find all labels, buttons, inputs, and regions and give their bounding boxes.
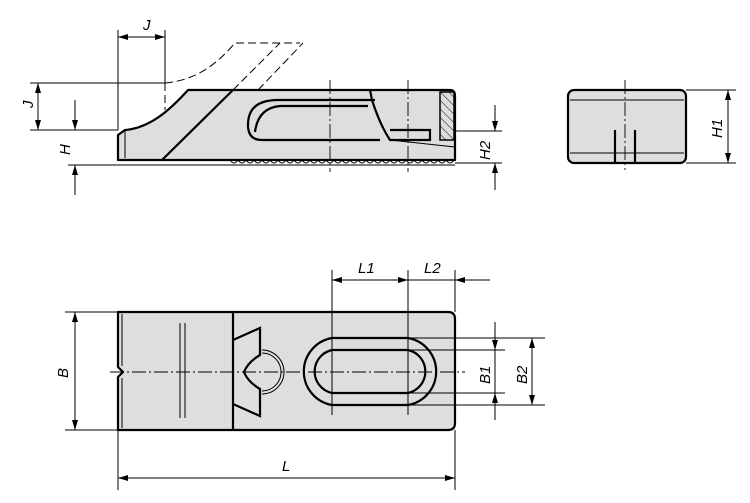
dim-label-h: H: [57, 144, 74, 155]
dim-label-b2: B2: [514, 365, 531, 384]
dim-label-h1: H1: [709, 119, 726, 138]
dim-label-h2: H2: [477, 140, 494, 160]
dim-label-b: B: [55, 368, 72, 378]
dim-label-j-top: J: [142, 17, 151, 34]
dim-label-l: L: [282, 458, 290, 475]
side-view: J J H H2: [20, 17, 502, 195]
dim-label-l2: L2: [424, 260, 441, 277]
dim-label-j-left: J: [20, 100, 37, 109]
end-view: H1: [566, 80, 736, 170]
dim-label-b1: B1: [477, 366, 494, 384]
top-view: L1 L2 B B1 B2 L: [55, 260, 545, 490]
dim-label-l1: L1: [358, 260, 375, 277]
